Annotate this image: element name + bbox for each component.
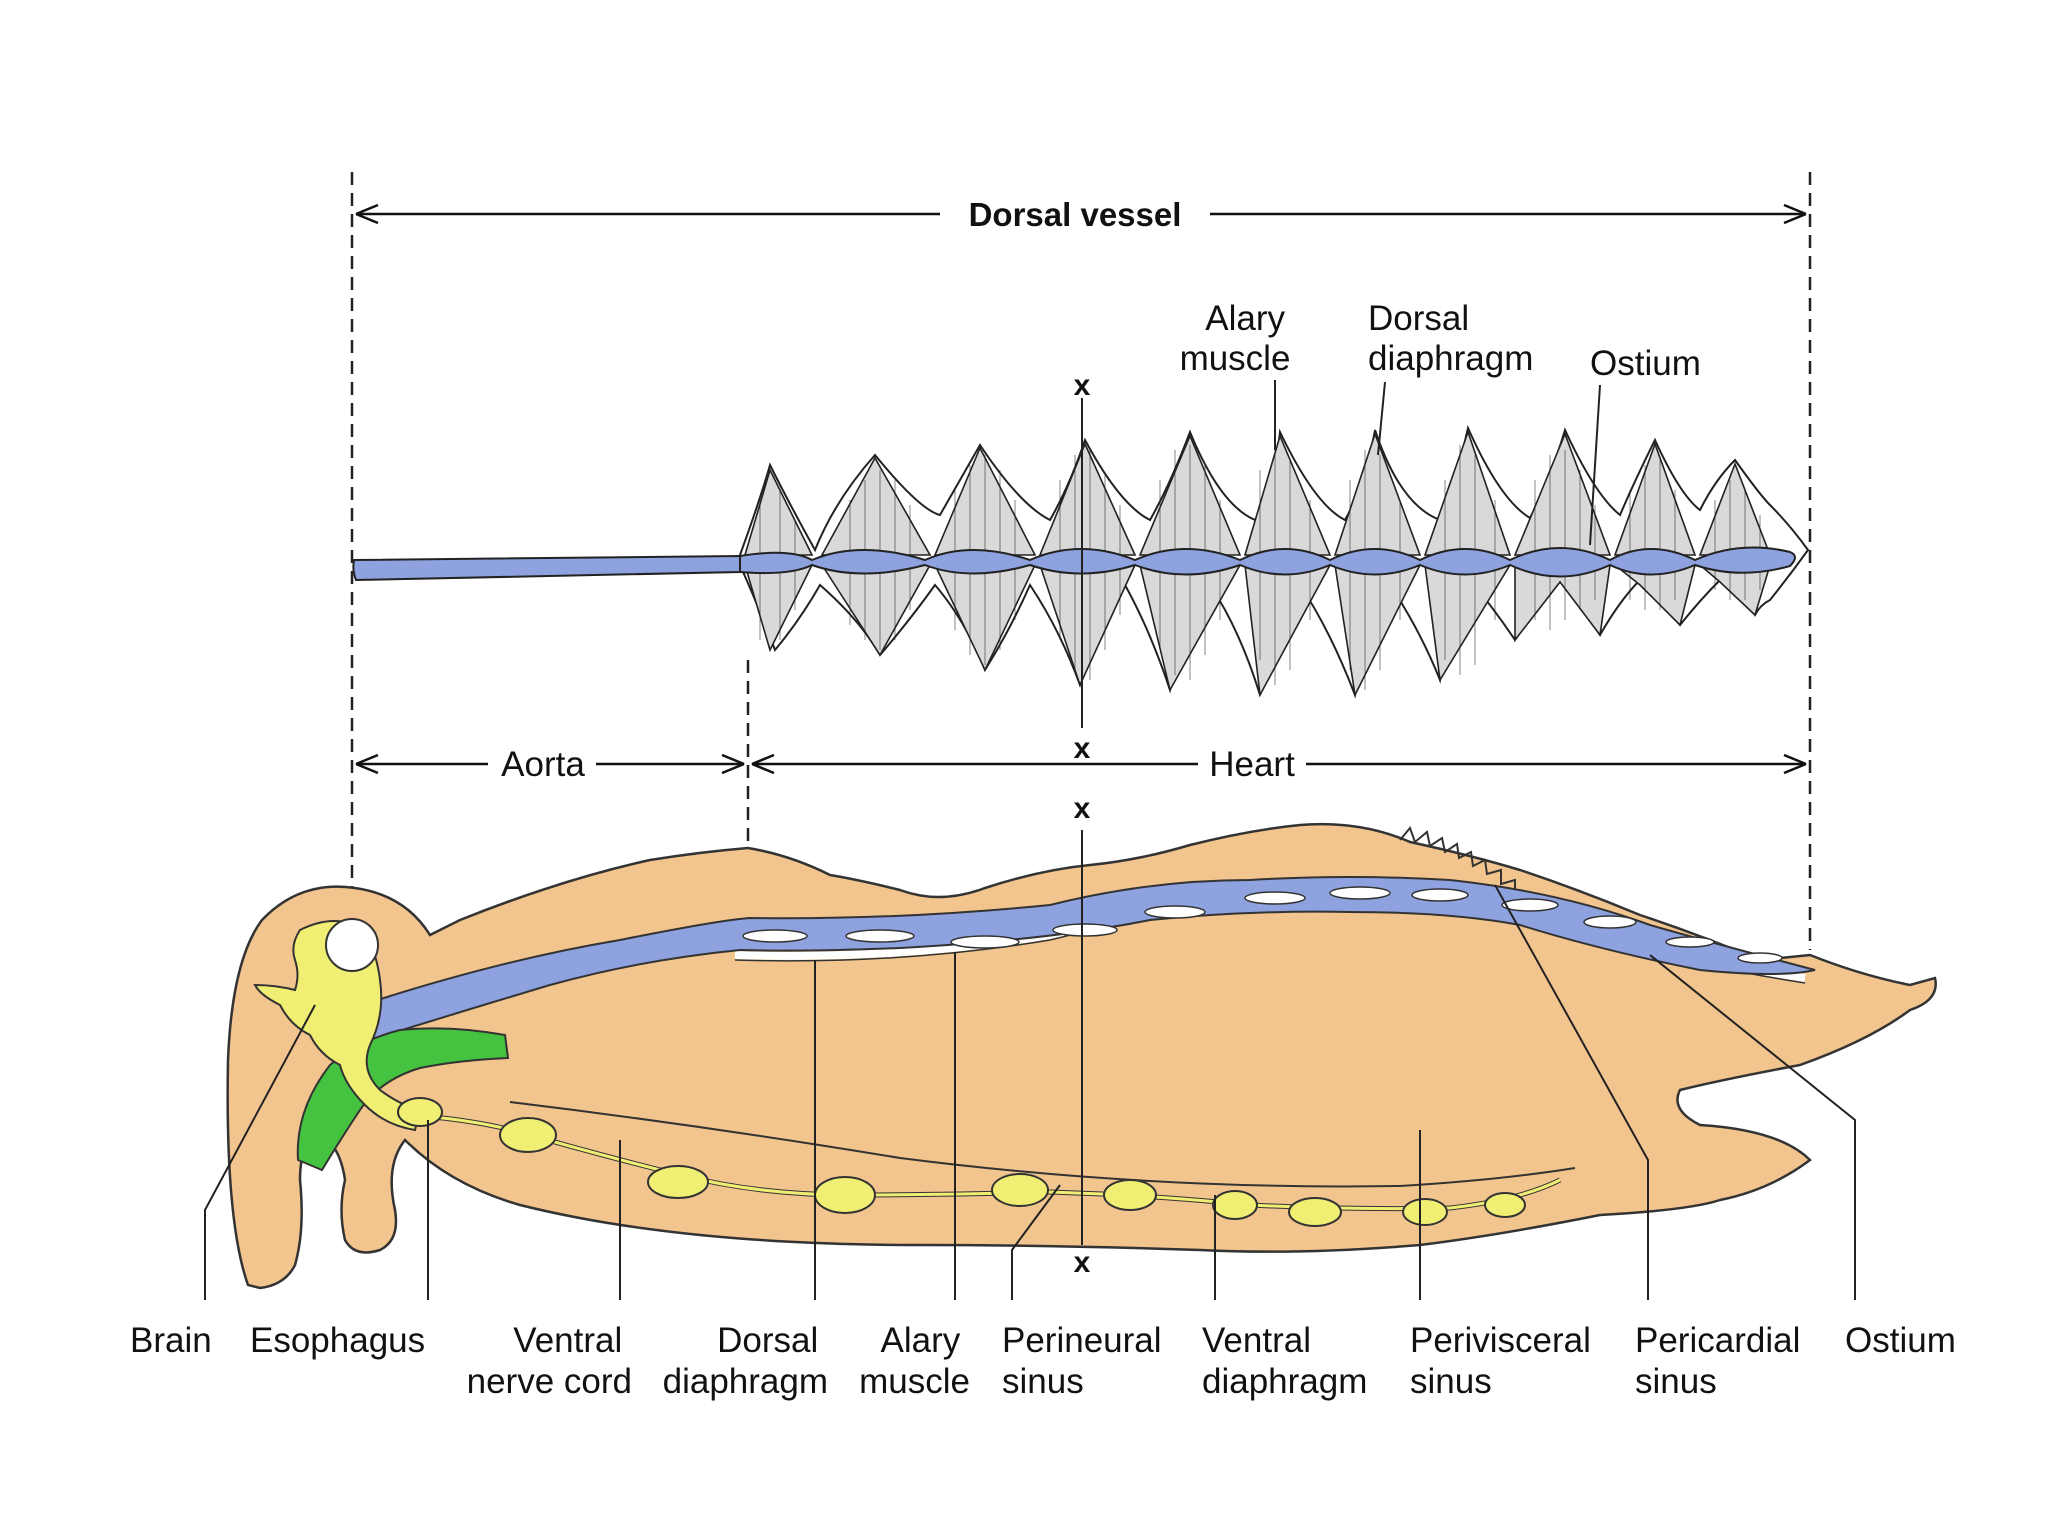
alary-muscle-top-label: Alary muscle <box>1180 299 1295 378</box>
section-mark-top-lower: x <box>1074 732 1091 765</box>
aorta-label: Aorta <box>501 745 585 784</box>
dorsal-vessel-dimension: Dorsal vessel <box>355 196 1807 233</box>
label-perivisceral-sinus: Perivisceral sinus <box>1410 1321 1601 1401</box>
aorta-tube <box>352 554 741 582</box>
aorta-dimension: Aorta <box>355 745 745 784</box>
label-dorsal-diaphragm: Dorsal diaphragm <box>663 1321 828 1401</box>
dorsal-vessel-diagram: x x Alary muscle Dorsal diaphragm Ostium <box>352 299 1810 765</box>
bottom-labels: Brain Esophagus Ventral nerve cord Dorsa… <box>130 1321 1956 1401</box>
label-perineural-sinus: Perineural sinus <box>1002 1321 1171 1401</box>
heart-dimension: Heart <box>751 745 1807 784</box>
label-ostium: Ostium <box>1845 1321 1956 1360</box>
label-ventral-diaphragm: Ventral diaphragm <box>1202 1321 1367 1401</box>
ostium-top-label: Ostium <box>1590 344 1701 383</box>
label-alary-muscle: Alary muscle <box>859 1321 970 1401</box>
heart-label: Heart <box>1209 745 1295 784</box>
bottom-leaders <box>204 884 1856 1300</box>
nerve-ganglia <box>397 1097 1526 1227</box>
dorsal-diaphragm-top-leader <box>1377 381 1386 456</box>
section-mark-top-upper: x <box>1074 369 1091 402</box>
ventral-diaphragm-line <box>509 1101 1576 1188</box>
label-esophagus: Esophagus <box>250 1321 425 1360</box>
section-mark-bottom-upper: x <box>1074 792 1091 825</box>
section-mark-bottom-lower: x <box>1074 1246 1091 1279</box>
insect-body-diagram: x x <box>204 792 1937 1300</box>
dimension-lines: Dorsal vessel Aorta Heart <box>350 172 1812 950</box>
brain <box>325 918 379 972</box>
brain-ganglia <box>253 920 422 1132</box>
label-brain: Brain <box>130 1321 212 1360</box>
dorsal-vessel-body <box>360 876 1816 1042</box>
heart-tube <box>739 546 1796 578</box>
ostium-top-leader <box>1589 384 1601 546</box>
dorsal-fringe <box>1399 826 1531 907</box>
label-pericardial-sinus: Pericardial sinus <box>1635 1321 1810 1401</box>
dorsal-diaphragm-top-label: Dorsal diaphragm <box>1368 299 1533 378</box>
dorsal-vessel-label: Dorsal vessel <box>969 196 1182 233</box>
ostia-slits <box>742 886 1783 964</box>
label-ventral-nerve-cord: Ventral nerve cord <box>467 1321 632 1401</box>
